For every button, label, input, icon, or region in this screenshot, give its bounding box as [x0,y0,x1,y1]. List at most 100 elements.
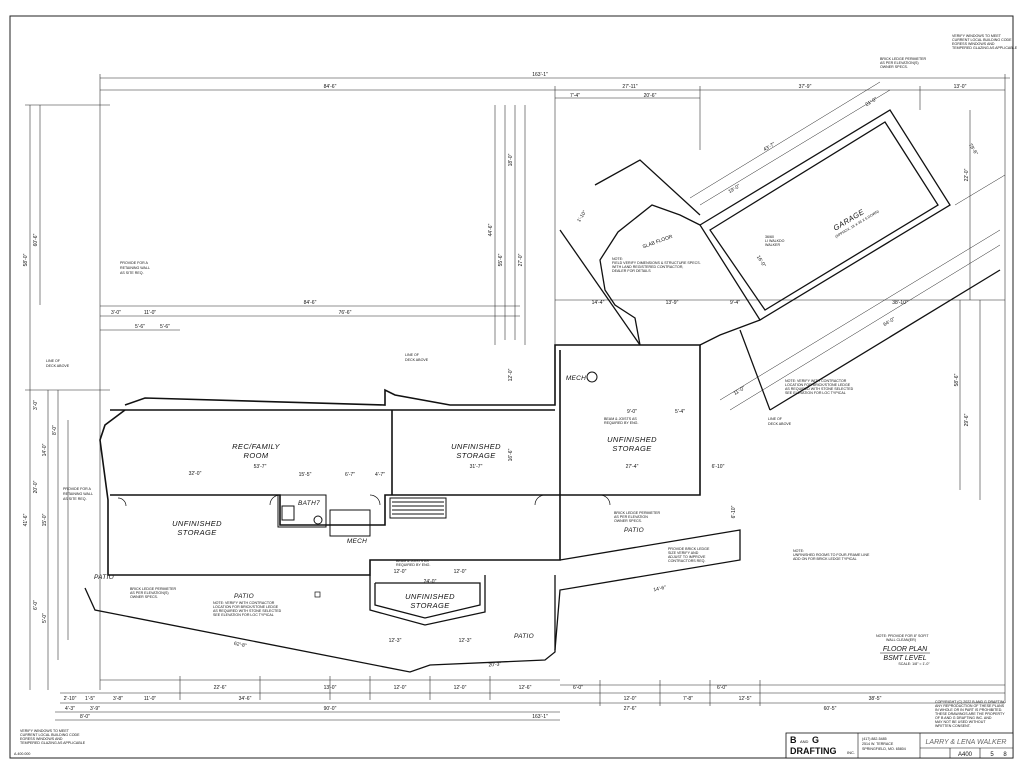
scale-label: SCALE: 1/8" = 1'-0" [898,662,930,666]
line-of-deck-2-b: DECK ABOVE [405,358,429,362]
dim-left-41: 41'-6" [23,513,29,526]
provide-wall-2-c: AS SITE REQ. [63,497,87,501]
copyright-c: IN WHOLE OR IN PART IS PROHIBITED. [935,708,1002,712]
dim-right-6: 6'-10" [731,505,737,518]
dim-g-19: 19'-0" [727,183,741,195]
beam-1-a: BEAM & JOISTS AS [604,417,637,421]
note-right-c: ADD ON FOR BRICK LEDGE TYPICAL [793,557,857,561]
dim-31-7: 31'-7" [470,464,483,470]
dim-4-3: 4'-3" [65,706,75,712]
room-unfinished-storage-3-line1: UNFINISHED [172,519,222,528]
room-rec-family-line2: ROOM [244,451,269,460]
note-contractor-b: LOCATION FOR BRICK/STONE LEDGE [785,383,851,387]
dim-left-60: 60'-6" [33,233,39,246]
provide-wall-1-b: RETAINING WALL [120,266,150,270]
note-patio-b: LOCATION FOR BRICK/STONE LEDGE [213,605,279,609]
window-note-bottom-d: TEMPERED GLAZING AS APPLICABLE [20,741,86,745]
note-brick-b: AS PER ELEVATION [614,515,648,519]
note-slab-d: DEALER FOR DETAILS [612,269,651,273]
dim-38-5: 38'-5" [869,696,882,702]
dim-mid-44: 44'-6" [488,223,494,236]
note-contractor-d: SEE ELEVATION FOR LOC TYPICAL [785,391,846,395]
dim-62-8: 62'-8" [233,641,247,649]
dim-mid-16: 16'-6" [508,448,514,461]
sheet-number: A400 [958,752,973,758]
note-provide-c: ADJUST TO IMPROVE [668,555,706,559]
line-of-deck-3-b: DECK ABOVE [768,422,792,426]
dim-left-8: 8'-0" [52,425,58,435]
dim-left-3: 3'-0" [33,400,39,410]
brick-ledge-2-a: BRICK LEDGE PERIMETER [880,57,927,61]
provide-wall-1-a: PROVIDE FOR A [120,261,149,265]
line-of-deck-1-a: LINE OF [46,359,61,363]
room-unfinished-storage-2-line1: UNFINISHED [607,435,657,444]
dim-27-6: 27'-6" [624,706,637,712]
dim-12-3: 12'-3" [389,638,402,644]
dim-37-9: 37'-9" [799,84,812,90]
note-brick-c: OWNER SPECS. [614,519,642,523]
room-mech-1: MECH [566,375,586,382]
room-unfinished-storage-4-line1: UNFINISHED [405,592,455,601]
dim-mid-12: 12'-0" [508,368,514,381]
dim-2-10: 2'-10" [64,696,77,702]
brick-ledge-3-a: BRICK LEDGE PERIMETER [130,587,177,591]
dim-left-20: 20'-0" [33,480,39,493]
dim-20-6: 20'-6" [644,93,657,99]
dim-top-overall: 163'-1" [532,72,548,78]
dim-mid-18: 18'-0" [508,153,514,166]
note-contractor-c: AS REQUIRED WITH STONE SELECTED [785,387,854,391]
brick-ledge-1-b: CURRENT LOCAL BUILDING CODE [952,38,1012,42]
floor-plan-title: FLOOR PLAN [883,646,928,653]
address-3: SPRINGFIELD, MO. 65804 [862,747,906,751]
dim-6-0: 6'-0" [573,685,583,691]
dim-12-0a: 12'-0" [394,569,407,575]
dim-84-6-mid: 84'-6" [304,300,317,306]
note-slab-c: WITH LAND REGISTERED CONTRACTOR, [612,265,683,269]
beam-2-b: REQUIRED BY ENG. [396,563,430,567]
sheet-of: 8 [1003,752,1007,758]
note-contractor-a: NOTE: VERIFY WITH CONTRACTOR [785,379,847,383]
brick-ledge-1-c: EGRESS WINDOWS AND [952,42,995,46]
provide-wall-2-b: RETAINING WALL [63,492,93,496]
dim-60-5: 60'-5" [824,706,837,712]
dim-12-5: 12'-5" [739,696,752,702]
company-and: AND [800,739,809,744]
copyright-d: THESE DRAWINGS ARE THE PROPERTY [935,712,1005,716]
address-2: 2514 W. TERRACE [862,742,894,746]
bsmt-level-title: BSMT LEVEL [883,655,926,662]
dim-6-10: 6'-10" [712,464,725,470]
walker-c: WALKER [765,243,780,247]
provide-wall-1-c: AS SITE REQ. [120,271,144,275]
window-note-bottom-a: VERIFY WINDOWS TO MEET [20,729,70,733]
dim-6-7: 6'-7" [345,472,355,478]
corner-stamp: A.400.000 [14,752,30,756]
dim-left-15: 15'-0" [42,513,48,526]
dim-1-5: 1'-5" [85,696,95,702]
dim-76-6: 76'-6" [339,310,352,316]
brick-ledge-1-d: TEMPERED GLAZING AS APPLICABLE [952,46,1018,50]
room-patio-a: PATIO [94,574,114,581]
dim-12-0d: 12'-0" [454,685,467,691]
dim-38-10: 38'-10" [892,300,908,306]
dim-53-7: 53'-7" [254,464,267,470]
title-block: B AND G DRAFTING INC. (417) 882-5485 251… [785,732,1014,759]
dim-90-0: 90'-0" [324,706,337,712]
dim-bottom-overall: 163'-1" [532,714,548,720]
company-g: G [812,735,819,745]
dim-3-0: 3'-0" [111,310,121,316]
room-unfinished-storage-3-line2: STORAGE [177,528,217,537]
dim-11-0b: 11'-0" [144,696,157,702]
brick-ledge-1-a: VERIFY WINDOWS TO MEET [952,34,1002,38]
dim-25-8: 14'-6" [653,585,667,594]
line-of-deck-2-a: LINE OF [405,353,420,357]
note-provide-d: CONTRACTORS REQ. [668,559,705,563]
dim-right-58: 58'-6" [954,373,960,386]
dim-mid-58: 55'-6" [498,253,504,266]
provide-wall-2-a: PROVIDE FOR A [63,487,92,491]
dim-12-3b: 12'-3" [459,638,472,644]
note-patio-d: SEE ELEVATION FOR LOC TYPICAL [213,613,274,617]
dim-27-4: 27'-4" [626,464,639,470]
room-unfinished-storage-1-line1: UNFINISHED [451,442,501,451]
dim-14-4: 14'-4" [592,300,605,306]
walker-a: 36/60 [765,235,774,239]
